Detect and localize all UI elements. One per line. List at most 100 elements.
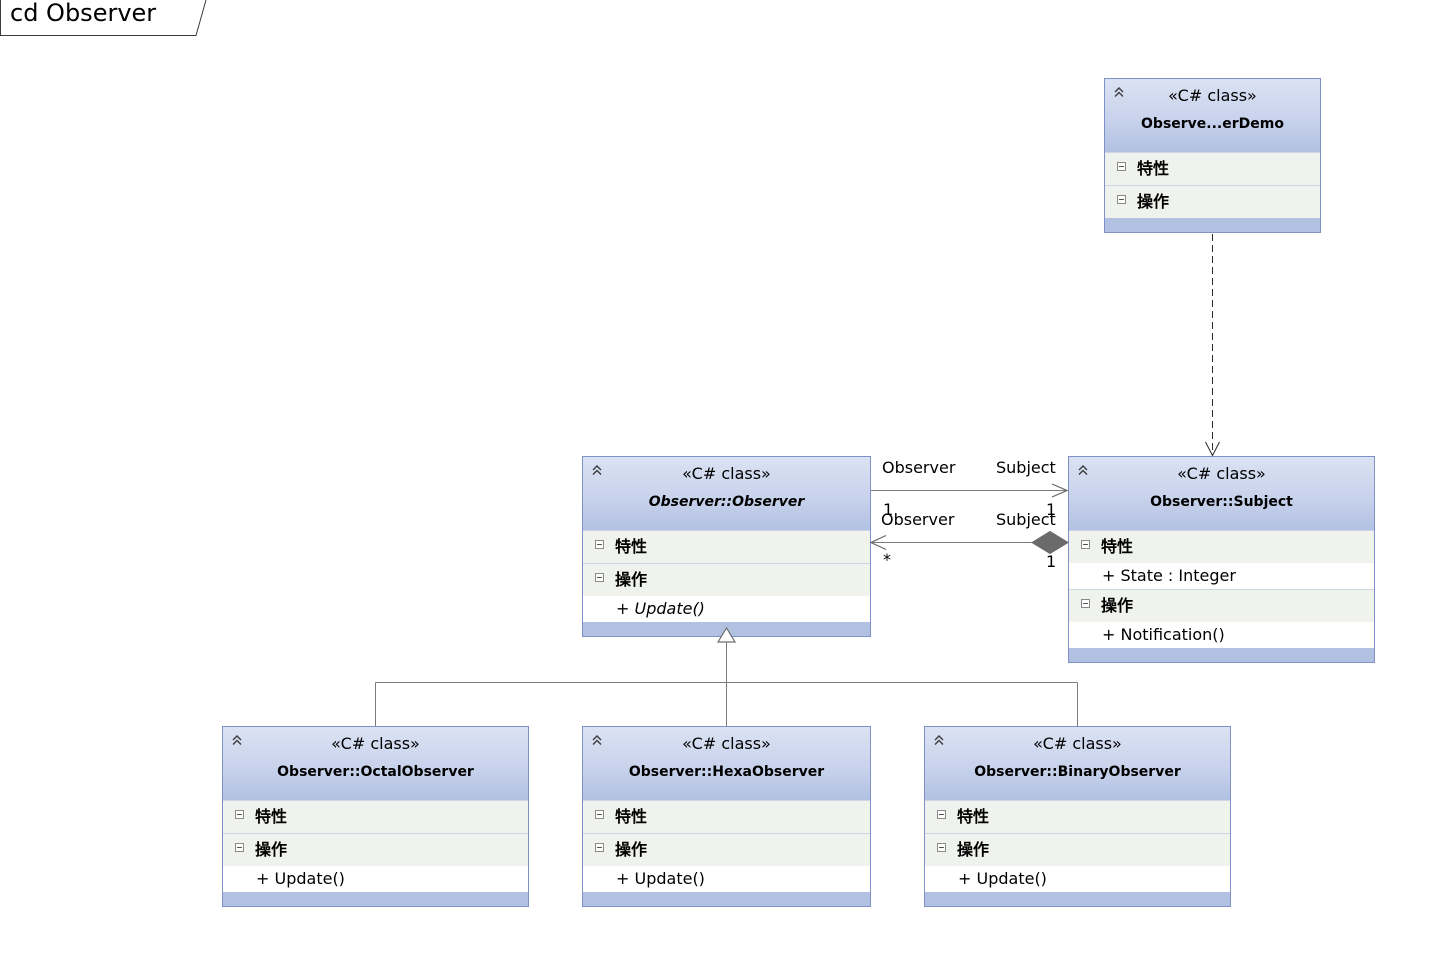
class-header[interactable]: «C# class» Observer::BinaryObserver <box>925 727 1230 800</box>
class-stereotype: «C# class» <box>682 734 771 753</box>
compartment-title: 特性 <box>255 807 288 826</box>
class-name: Observer::HexaObserver <box>628 764 825 780</box>
compartment-attributes[interactable]: 特性 <box>583 800 870 833</box>
compartment-attributes[interactable]: 特性 <box>925 800 1230 833</box>
compartment-operations[interactable]: 操作 <box>1069 589 1374 622</box>
operation-row[interactable]: + Update() <box>583 596 870 622</box>
operation-signature: + Update() <box>958 869 1047 888</box>
compartment-operations[interactable]: 操作 <box>925 833 1230 866</box>
compartment-title: 操作 <box>957 840 990 859</box>
collapse-minus-icon[interactable] <box>595 810 604 819</box>
class-footer <box>1069 648 1374 662</box>
class-stereotype: «C# class» <box>1177 464 1266 483</box>
compartment-title: 操作 <box>615 570 648 589</box>
composition-connector[interactable] <box>869 530 1069 555</box>
operation-row[interactable]: + Update() <box>583 866 870 892</box>
class-shape-observer-demo[interactable]: «C# class» Observe...erDemo 特性 操作 <box>1104 78 1321 233</box>
open-arrowhead <box>1205 441 1220 457</box>
class-name: Observe...erDemo <box>1141 116 1284 132</box>
collapse-minus-icon[interactable] <box>595 540 604 549</box>
class-name: Observer::Subject <box>1150 494 1293 510</box>
double-chevron-up-icon[interactable] <box>1113 86 1125 98</box>
double-chevron-up-icon[interactable] <box>231 734 243 746</box>
class-header[interactable]: «C# class» Observe...erDemo <box>1105 79 1320 152</box>
operation-row[interactable]: + Update() <box>925 866 1230 892</box>
collapse-minus-icon[interactable] <box>937 843 946 852</box>
class-shape-binary-observer[interactable]: «C# class» Observer::BinaryObserver 特性 操… <box>924 726 1231 907</box>
class-header[interactable]: «C# class» Observer::Subject <box>1069 457 1374 530</box>
class-stereotype: «C# class» <box>682 464 771 483</box>
compartment-title: 特性 <box>615 537 648 556</box>
operation-signature: + Update() <box>616 869 705 888</box>
compartment-title: 特性 <box>1101 537 1134 556</box>
compartment-title: 操作 <box>1137 192 1170 211</box>
operation-signature: + Update() <box>256 869 345 888</box>
compartment-title: 操作 <box>615 840 648 859</box>
collapse-minus-icon[interactable] <box>235 810 244 819</box>
generalization-connector[interactable] <box>375 626 1078 726</box>
class-stereotype: «C# class» <box>1168 86 1257 105</box>
compartment-title: 特性 <box>1137 159 1170 178</box>
collapse-minus-icon[interactable] <box>595 843 604 852</box>
compartment-title: 操作 <box>1101 596 1134 615</box>
open-arrowhead <box>869 534 887 551</box>
collapse-minus-icon[interactable] <box>595 573 604 582</box>
composition-observer-multiplicity: * <box>883 550 891 569</box>
operation-row[interactable]: + Notification() <box>1069 622 1374 648</box>
compartment-attributes[interactable]: 特性 <box>223 800 528 833</box>
association-subject-role-label: Subject <box>996 458 1056 477</box>
class-stereotype: «C# class» <box>1033 734 1122 753</box>
compartment-operations[interactable]: 操作 <box>223 833 528 866</box>
association-observer-role-label: Observer <box>882 458 956 477</box>
class-footer <box>1105 218 1320 232</box>
class-header[interactable]: «C# class» Observer::OctalObserver <box>223 727 528 800</box>
class-name: Observer::BinaryObserver <box>974 764 1181 780</box>
double-chevron-up-icon[interactable] <box>591 464 603 476</box>
class-shape-octal-observer[interactable]: «C# class» Observer::OctalObserver 特性 操作… <box>222 726 529 907</box>
dependency-connector[interactable] <box>1205 234 1220 457</box>
compartment-title: 特性 <box>615 807 648 826</box>
operation-row[interactable]: + Update() <box>223 866 528 892</box>
double-chevron-up-icon[interactable] <box>933 734 945 746</box>
collapse-minus-icon[interactable] <box>1081 599 1090 608</box>
class-name: Observer::Observer <box>648 494 805 510</box>
class-header[interactable]: «C# class» Observer::HexaObserver <box>583 727 870 800</box>
attribute-row[interactable]: + State : Integer <box>1069 563 1374 589</box>
compartment-attributes[interactable]: 特性 <box>583 530 870 563</box>
compartment-title: 特性 <box>957 807 990 826</box>
collapse-minus-icon[interactable] <box>1117 195 1126 204</box>
compartment-operations[interactable]: 操作 <box>583 833 870 866</box>
class-name: Observer::OctalObserver <box>277 764 474 780</box>
attribute-signature: + State : Integer <box>1102 566 1236 585</box>
composition-diamond <box>1031 530 1069 555</box>
composition-subject-role-label: Subject <box>996 510 1056 529</box>
compartment-operations[interactable]: 操作 <box>1105 185 1320 218</box>
double-chevron-up-icon[interactable] <box>591 734 603 746</box>
composition-subject-multiplicity: 1 <box>1046 552 1057 571</box>
collapse-minus-icon[interactable] <box>937 810 946 819</box>
compartment-attributes[interactable]: 特性 <box>1069 530 1374 563</box>
compartment-operations[interactable]: 操作 <box>583 563 870 596</box>
diagram-frame-label: cd Observer <box>10 0 157 27</box>
class-footer <box>223 892 528 906</box>
composition-observer-role-label: Observer <box>881 510 955 529</box>
association-connector[interactable] <box>871 483 1069 498</box>
class-header[interactable]: «C# class» Observer::Observer <box>583 457 870 530</box>
class-shape-observer[interactable]: «C# class» Observer::Observer 特性 操作 + Up… <box>582 456 871 637</box>
compartment-attributes[interactable]: 特性 <box>1105 152 1320 185</box>
class-stereotype: «C# class» <box>331 734 420 753</box>
compartment-title: 操作 <box>255 840 288 859</box>
collapse-minus-icon[interactable] <box>1081 540 1090 549</box>
double-chevron-up-icon[interactable] <box>1077 464 1089 476</box>
collapse-minus-icon[interactable] <box>235 843 244 852</box>
association-observer-multiplicity: 1 <box>883 500 894 519</box>
operation-signature: + Notification() <box>1102 625 1225 644</box>
open-arrowhead <box>1051 483 1069 498</box>
class-footer <box>583 892 870 906</box>
operation-signature: + Update() <box>616 599 705 618</box>
class-footer <box>925 892 1230 906</box>
association-subject-multiplicity: 1 <box>1046 500 1057 519</box>
class-shape-hexa-observer[interactable]: «C# class» Observer::HexaObserver 特性 操作 … <box>582 726 871 907</box>
class-shape-subject[interactable]: «C# class» Observer::Subject 特性 + State … <box>1068 456 1375 663</box>
collapse-minus-icon[interactable] <box>1117 162 1126 171</box>
